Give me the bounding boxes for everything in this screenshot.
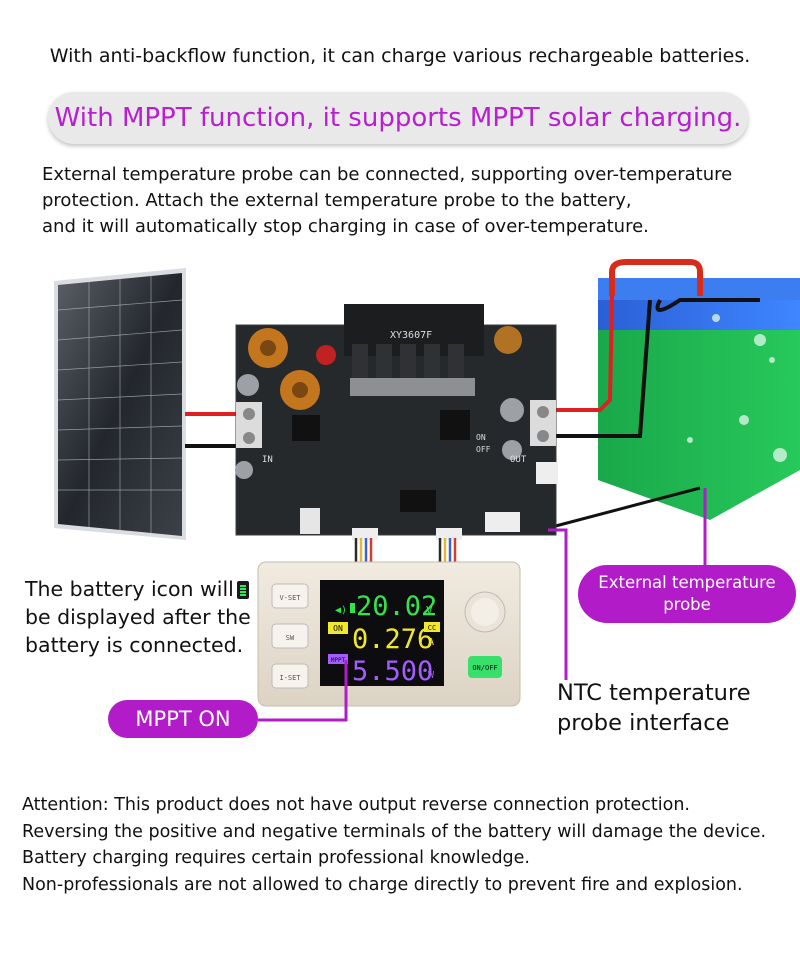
board-in-label: IN <box>262 455 273 465</box>
battery-note-line: be displayed after the <box>25 605 251 629</box>
iset-button-label: I-SET <box>279 674 301 682</box>
external-probe-line: probe <box>663 595 711 614</box>
ntc-line: NTC temperature <box>557 680 751 706</box>
probe-paragraph: External temperature probe can be connec… <box>42 162 782 240</box>
battery-icon <box>236 581 249 599</box>
mppt-banner: With MPPT function, it supports MPPT sol… <box>48 92 748 144</box>
lcd-on-badge: ON <box>333 624 343 633</box>
attention-line: Battery charging requires certain profes… <box>22 848 530 868</box>
battery-status-icon <box>350 603 355 613</box>
battery-icon-note: The battery icon will be displayed after… <box>25 575 265 659</box>
battery <box>598 259 800 520</box>
lcd-voltage: 20.02 <box>356 591 437 622</box>
attention-line: Non-professionals are not allowed to cha… <box>22 874 743 895</box>
attention-notice: Attention: This product does not have ou… <box>22 792 792 898</box>
ribbon-cables <box>352 528 462 566</box>
display-module: V-SET SW I-SET 20.02 V ◀) ON 0.276 CC A … <box>257 561 521 707</box>
product-illustration: XY3607F IN OUT ON OFF V-SET SW I-SET 20.… <box>54 259 800 722</box>
lcd-voltage-unit: V <box>426 604 433 617</box>
probe-paragraph-line: External temperature probe can be connec… <box>42 164 733 185</box>
lcd-power-unit: W <box>428 670 435 681</box>
probe-paragraph-line: protection. Attach the external temperat… <box>42 190 632 211</box>
vset-button-label: V-SET <box>279 594 301 602</box>
speaker-icon: ◀) <box>335 605 347 616</box>
controller-board: XY3607F IN OUT ON OFF <box>235 304 558 536</box>
board-on-label: ON <box>476 433 486 442</box>
external-probe-line: External temperature <box>598 573 776 592</box>
probe-paragraph-line: and it will automatically stop charging … <box>42 216 649 237</box>
lcd-current: 0.276 <box>352 624 433 655</box>
battery-note-line: The battery icon will <box>25 577 234 601</box>
lcd-power: 5.500 <box>352 656 433 687</box>
onoff-button-label: ON/OFF <box>472 664 497 672</box>
sw-button-label: SW <box>286 634 295 642</box>
solar-panel <box>54 268 186 540</box>
ntc-line: probe interface <box>557 710 730 736</box>
board-off-label: OFF <box>476 445 491 454</box>
mppt-on-callout: MPPT ON <box>108 700 258 738</box>
lcd-cc-badge: CC <box>428 624 436 632</box>
board-out-label: OUT <box>510 455 527 465</box>
lcd-mppt-badge: MPPT <box>331 657 346 664</box>
attention-line: Attention: This product does not have ou… <box>22 795 690 815</box>
callout-lines <box>258 488 707 722</box>
attention-line: Reversing the positive and negative term… <box>22 821 767 842</box>
external-probe-callout: External temperature probe <box>578 565 796 623</box>
board-model: XY3607F <box>390 330 432 341</box>
ntc-interface-callout: NTC temperature probe interface <box>557 678 777 738</box>
battery-note-line: battery is connected. <box>25 633 244 657</box>
lcd-current-unit: A <box>428 637 434 648</box>
headline: With anti-backflow function, it can char… <box>49 45 751 67</box>
